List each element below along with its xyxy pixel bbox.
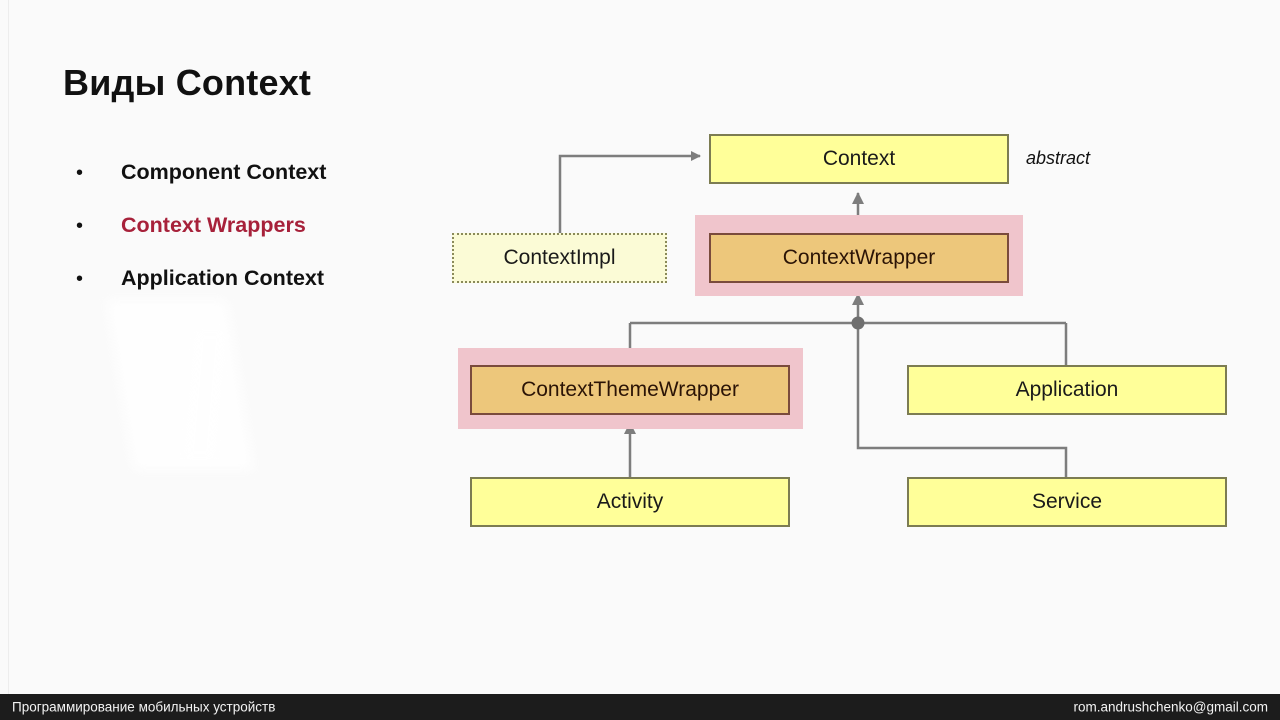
class-hierarchy-diagram: Context ContextImpl ContextWrapper Conte…	[452, 134, 1227, 527]
edge-junction-to-service	[856, 323, 1068, 477]
diagram-connectors	[558, 151, 1068, 477]
footer-contact-email: rom.andrushchenko@gmail.com	[1073, 699, 1268, 715]
node-service[interactable]: Service	[907, 477, 1227, 527]
node-activity[interactable]: Activity	[470, 477, 790, 527]
footer-bar: Программирование мобильных устройств rom…	[0, 694, 1280, 720]
bullet-marker-icon: •	[76, 268, 84, 290]
page-title: Виды Context	[63, 62, 312, 103]
node-context[interactable]: Context	[709, 134, 1009, 184]
junction-dot	[851, 316, 865, 330]
node-application[interactable]: Application	[907, 365, 1227, 415]
list-item: • Component Context	[72, 160, 452, 213]
list-item: • Context Wrappers	[72, 213, 452, 266]
label-abstract: abstract	[1026, 148, 1091, 168]
node-contextthemewrapper[interactable]: ContextThemeWrapper	[470, 365, 790, 415]
bullet-label-context-wrappers: Context Wrappers	[121, 213, 306, 237]
node-contextwrapper[interactable]: ContextWrapper	[709, 233, 1009, 283]
bullet-label-component-context: Component Context	[121, 160, 327, 184]
bullet-list: • Component Context • Context Wrappers •…	[72, 160, 452, 319]
footer-course-title: Программирование мобильных устройств	[12, 699, 276, 715]
bullet-marker-icon: •	[76, 215, 84, 237]
bullet-label-application-context: Application Context	[121, 266, 325, 290]
list-item: • Application Context	[72, 266, 452, 319]
bullet-marker-icon: •	[76, 162, 84, 184]
node-contextimpl[interactable]: ContextImpl	[452, 233, 667, 283]
left-edge-rule	[8, 0, 9, 694]
edge-contextimpl-to-context	[558, 151, 701, 233]
